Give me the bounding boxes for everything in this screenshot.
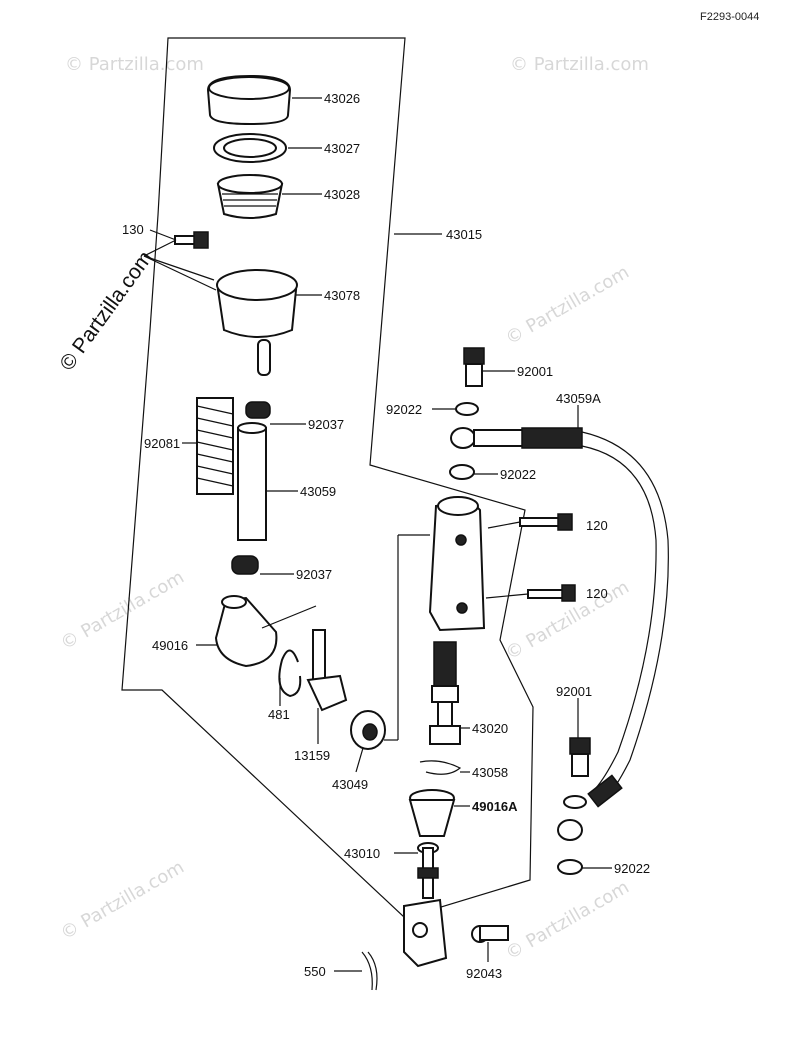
clip-43058 — [419, 760, 462, 775]
part-label: 43058 — [472, 765, 508, 780]
part-label: 43028 — [324, 187, 360, 202]
leader-lines — [143, 97, 612, 972]
bolt-120-upper — [519, 513, 573, 531]
spring-92081 — [196, 397, 234, 495]
part-label: 43015 — [446, 227, 482, 242]
part-label: 481 — [268, 707, 290, 722]
part-label: 49016A — [472, 799, 518, 814]
washer-92022-lower-mid — [563, 795, 587, 809]
union-bolt-top — [463, 347, 485, 387]
part-label: 43059A — [556, 391, 601, 406]
part-label: 92081 — [144, 436, 180, 451]
part-label: 92037 — [296, 567, 332, 582]
washer-92022-top — [455, 402, 479, 416]
watermark: © Partzilla.com — [57, 857, 188, 945]
part-label: 43020 — [472, 721, 508, 736]
watermark: © Partzilla.com — [65, 54, 204, 75]
connector-13159 — [306, 629, 348, 712]
bolt-120-lower — [527, 584, 576, 602]
part-label: 43059 — [300, 484, 336, 499]
hose-clamp-top — [245, 401, 271, 419]
part-label: 43049 — [332, 777, 368, 792]
brake-hose-43059A — [450, 427, 669, 841]
reservoir-cap — [206, 74, 292, 126]
part-label: 120 — [586, 518, 608, 533]
pin-92043 — [471, 925, 509, 943]
piston-43020 — [429, 641, 461, 745]
part-label: 13159 — [294, 748, 330, 763]
hose-clamp-bottom — [231, 555, 259, 575]
boot-49016 — [214, 595, 278, 668]
watermark: © Partzilla.com — [502, 877, 633, 965]
part-label: 43010 — [344, 846, 380, 861]
washer-92022-bottom — [557, 859, 583, 875]
watermark: © Partzilla.com — [502, 262, 633, 350]
cotter-pin-550 — [361, 951, 378, 991]
part-labels: 43026 43027 43028 130 43015 43078 92001 … — [122, 91, 650, 981]
part-label: 92022 — [386, 402, 422, 417]
circlip-481 — [278, 649, 302, 698]
grommet-43049 — [350, 710, 386, 750]
part-label: 92022 — [614, 861, 650, 876]
part-label: 130 — [122, 222, 144, 237]
boot-49016A — [408, 789, 456, 837]
washer-92022-mid — [449, 464, 475, 480]
part-label: 120 — [586, 586, 608, 601]
watermark: © Partzilla.com — [510, 54, 649, 75]
watermark-diagonal: © Partzilla.com — [55, 247, 157, 375]
cap-gasket — [213, 133, 287, 163]
part-label: 92001 — [556, 684, 592, 699]
part-label: 43026 — [324, 91, 360, 106]
push-rod-43010 — [417, 842, 439, 899]
reservoir — [216, 269, 298, 376]
part-label: 43027 — [324, 141, 360, 156]
union-bolt-lower — [569, 737, 591, 777]
clevis — [403, 898, 448, 968]
part-label: 92022 — [500, 467, 536, 482]
part-label: 43078 — [324, 288, 360, 303]
part-label: 92043 — [466, 966, 502, 981]
hose-43059 — [237, 422, 267, 541]
part-label: 92037 — [308, 417, 344, 432]
assembly-outline — [121, 37, 534, 919]
figure-code: F2293-0044 — [700, 11, 759, 23]
part-label: 92001 — [517, 364, 553, 379]
screw-130 — [174, 231, 209, 249]
part-label: 550 — [304, 964, 326, 979]
part-label: 49016 — [152, 638, 188, 653]
master-cylinder-body — [428, 496, 486, 632]
diaphragm — [216, 174, 284, 219]
